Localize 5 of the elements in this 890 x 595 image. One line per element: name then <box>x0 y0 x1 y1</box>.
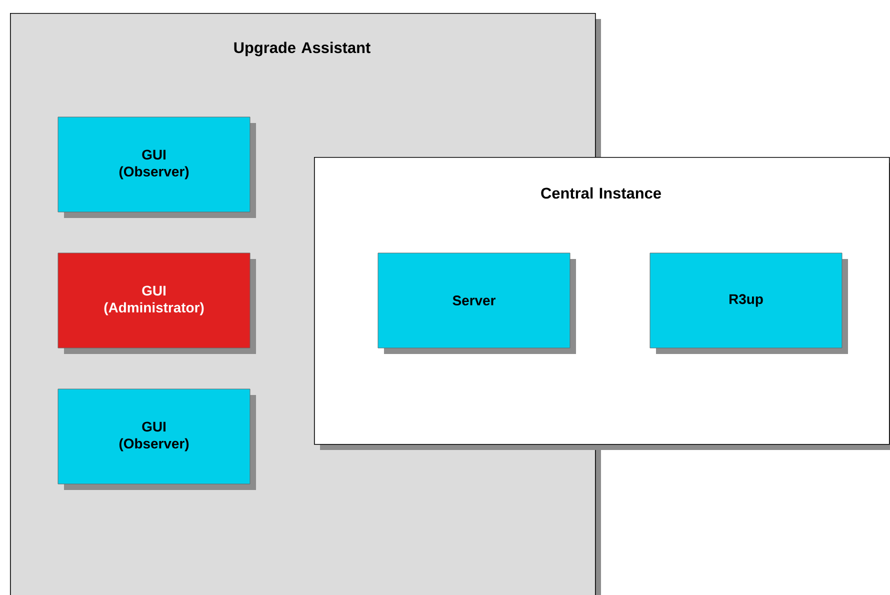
process-box: R3up <box>650 252 848 354</box>
process-box: GUI (Observer) <box>58 388 256 490</box>
process-box: Server <box>378 252 576 354</box>
process-box: GUI (Administrator) <box>58 252 256 354</box>
process-box: GUI (Observer) <box>58 116 256 218</box>
